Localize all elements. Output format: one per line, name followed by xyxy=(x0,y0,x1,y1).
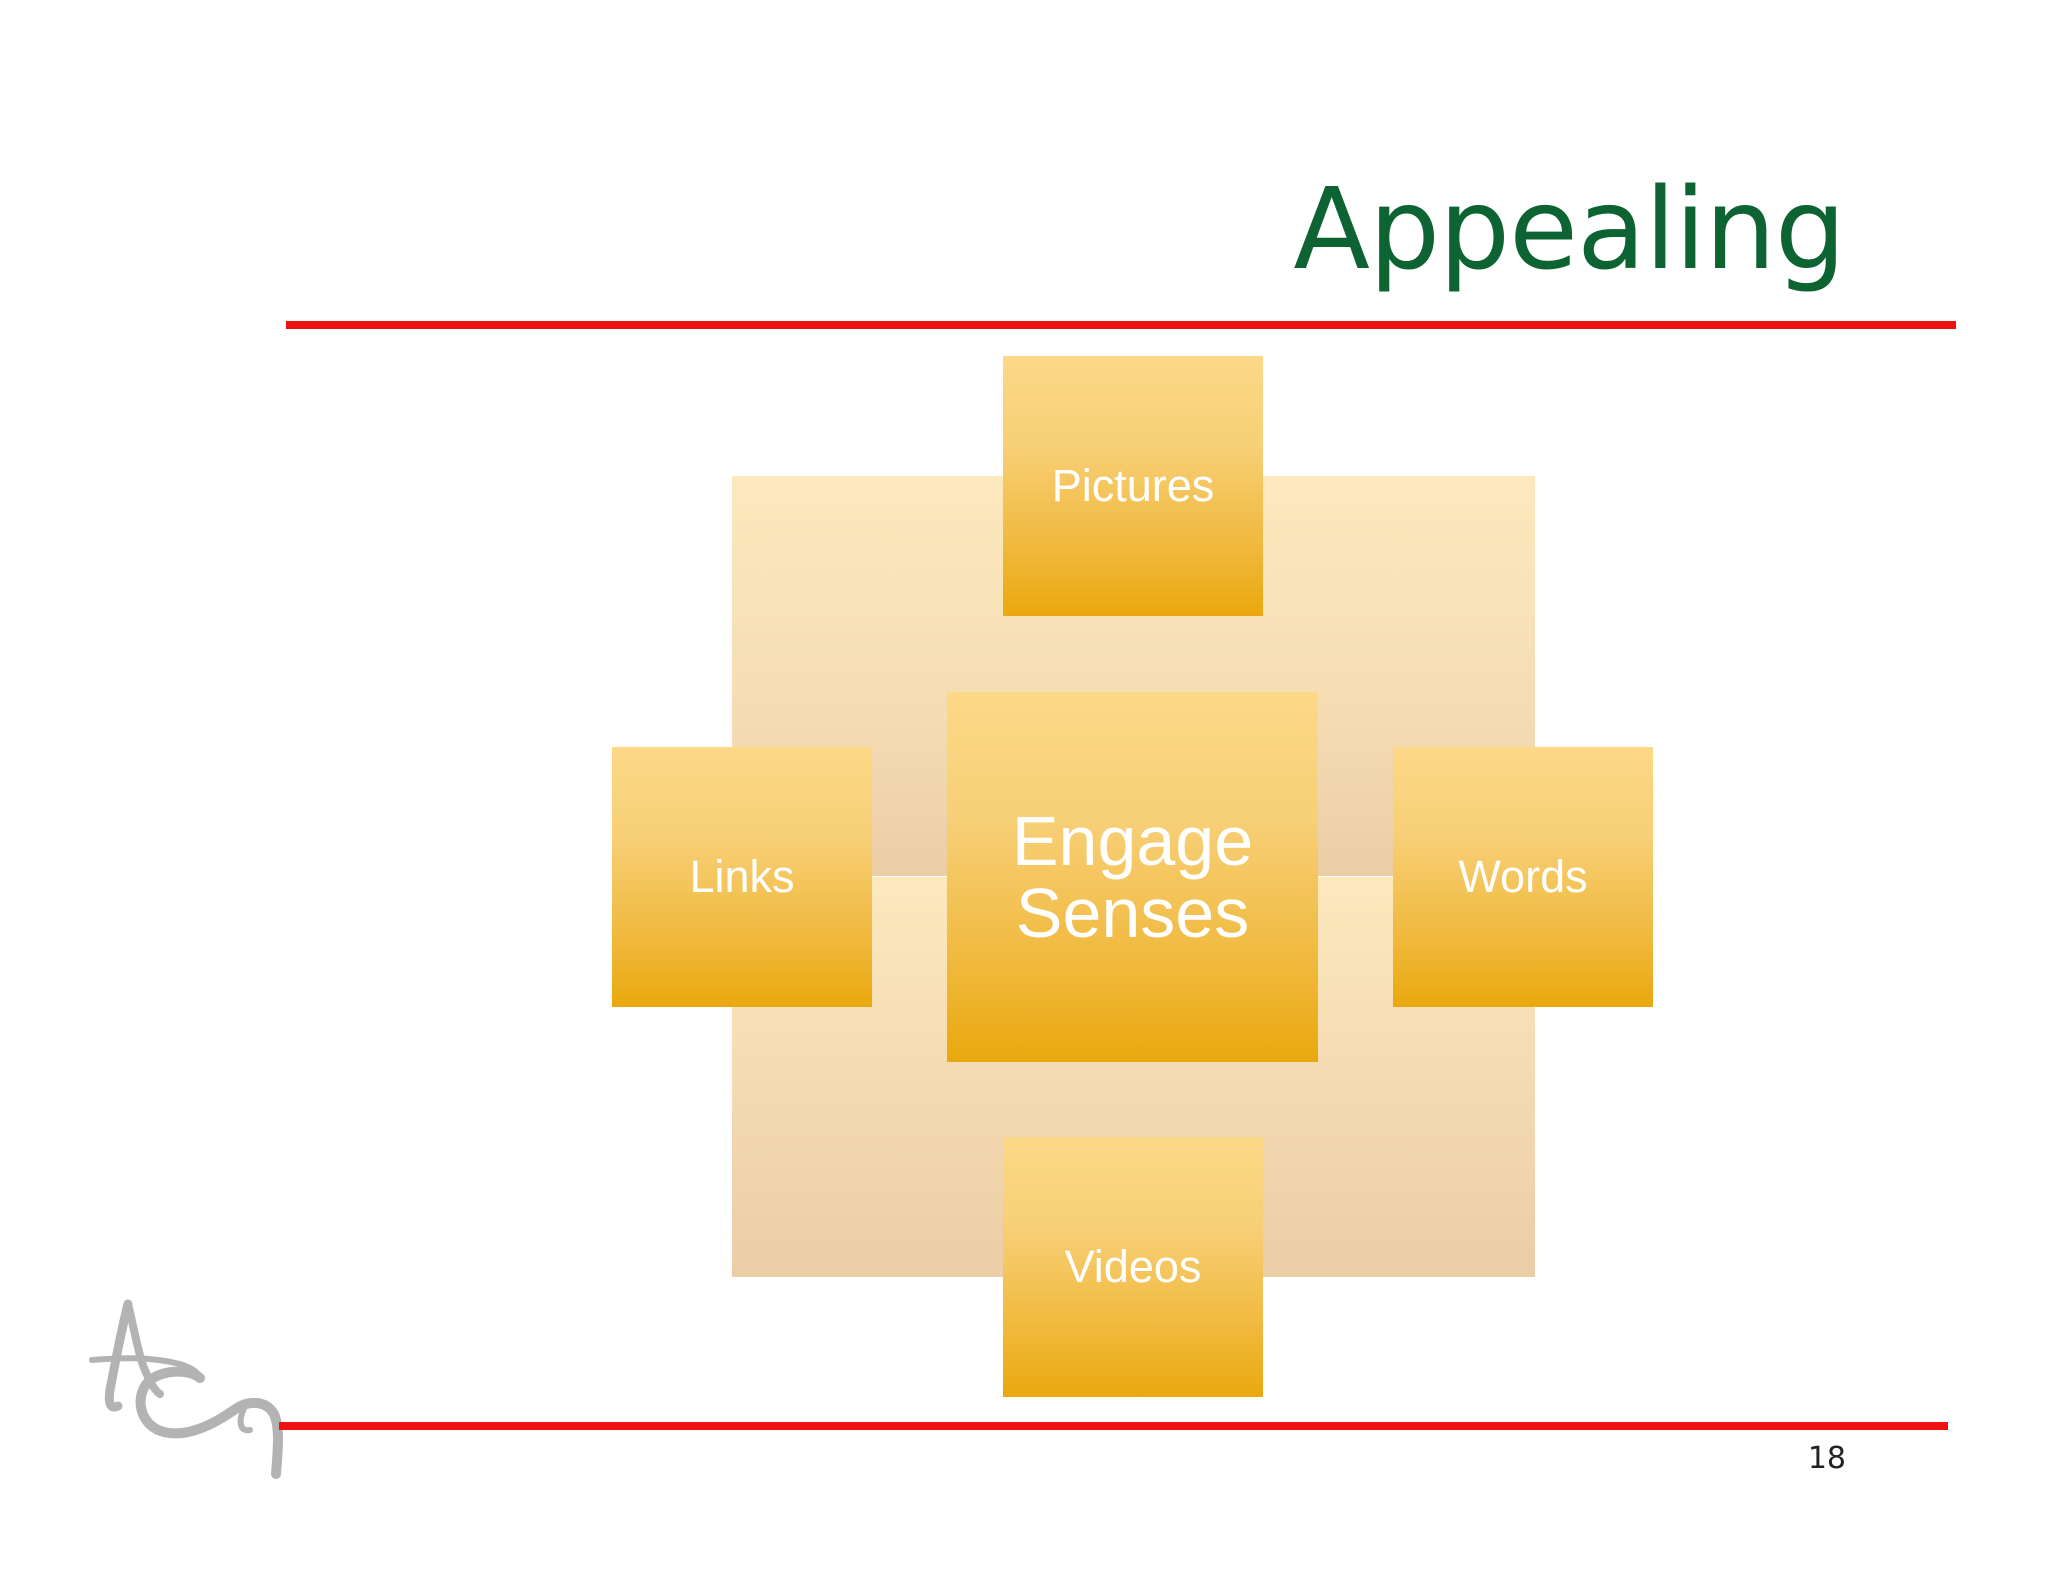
diagram-node-center: Engage Senses xyxy=(947,692,1318,1062)
footer-divider-line xyxy=(279,1422,1948,1430)
diagram-center-label: Engage Senses xyxy=(1011,802,1254,952)
diagram-node-videos: Videos xyxy=(1003,1137,1263,1397)
diagram-node-pictures: Pictures xyxy=(1003,356,1263,616)
slide-title: Appealing xyxy=(1293,165,1846,295)
signature-logo-icon xyxy=(89,1299,283,1479)
diagram-node-words: Words xyxy=(1393,747,1653,1007)
diagram-node-links: Links xyxy=(612,747,872,1007)
page-number: 18 xyxy=(1807,1441,1846,1476)
title-divider-line xyxy=(286,321,1956,329)
